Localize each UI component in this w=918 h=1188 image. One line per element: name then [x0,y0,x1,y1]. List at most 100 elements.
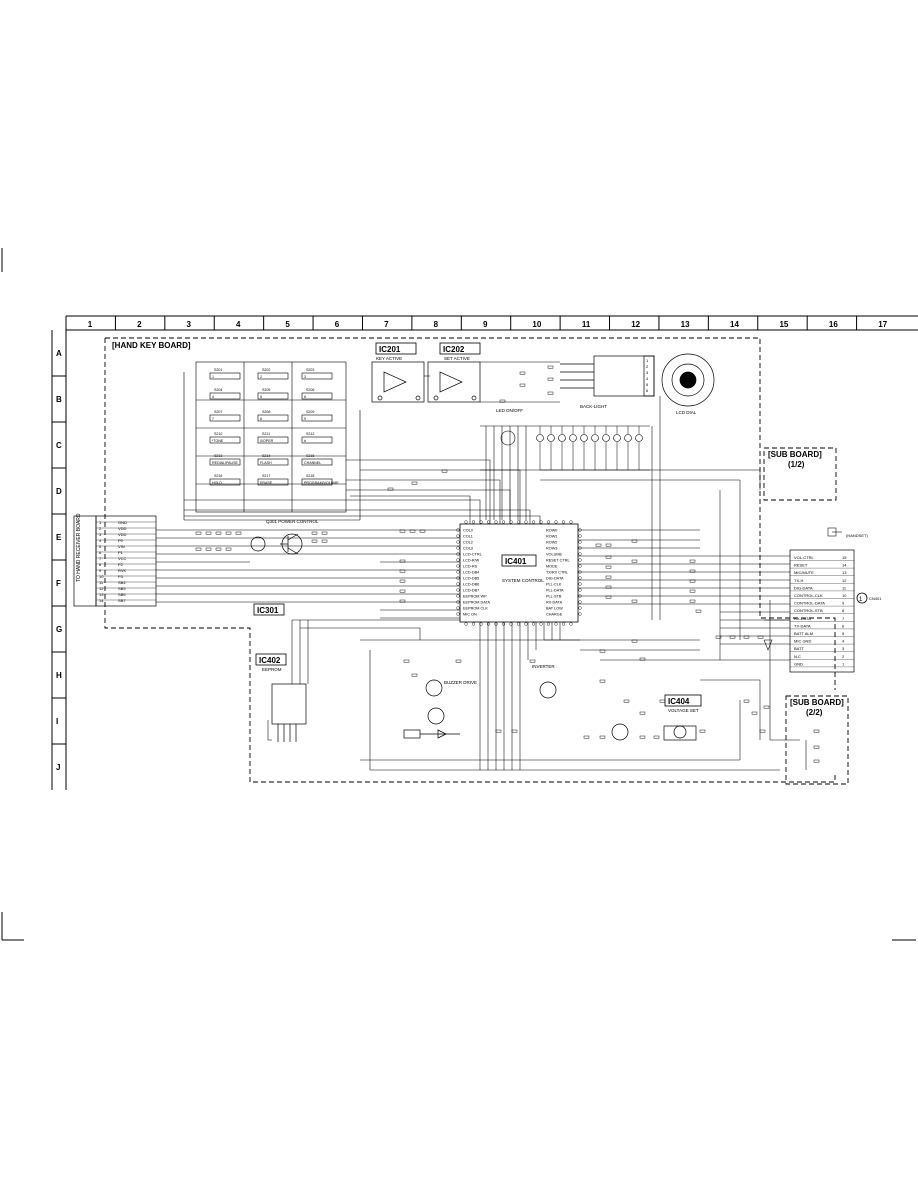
ic401-left-pin-label: LCD-DB6 [463,583,479,587]
left-pin-number: 7 [99,556,102,561]
inverter-label: INVERTER [532,664,555,669]
key-switch [257,372,289,380]
right-pin-number: 14 [842,563,847,568]
passive-part [689,559,696,563]
key-label: 1 [212,375,214,379]
passive-part [195,531,202,535]
ic401-pin [471,520,476,524]
passive-part [653,735,660,739]
ic401-pin [456,558,460,562]
ic401-left-pin-label: COL0 [463,529,473,533]
led-symbol [624,434,632,442]
key-switch [301,458,333,466]
sub-board-1-part: (1/2) [788,460,805,469]
row-label: H [56,671,62,680]
signal-wiring [156,361,842,771]
ic401-right-pin-label: PLL-DATA [546,589,564,593]
ic401-right-pin-label: BAT LOW [546,607,563,611]
right-pin-signal: MIC/MUTE [794,570,814,575]
led-symbol [635,434,643,442]
ic401-pin [531,622,536,626]
passive-part [547,365,554,369]
passive-part [311,531,318,535]
passive-part [399,599,406,603]
ic401-pin [456,594,460,598]
ic401-desc: SYSTEM CONTROL [502,578,544,583]
ic401-pin [456,564,460,568]
right-pin-number: 8 [842,608,845,613]
passive-part [311,539,318,543]
ic401-pin [479,622,483,626]
passive-part [743,699,750,703]
buzzer-drive-label: BUZZER DRIVE [444,680,477,685]
column-label: 3 [187,320,192,329]
left-pin-signal: RVK [118,568,126,573]
passive-part [639,735,646,739]
led-symbol [580,434,588,442]
left-pin-signal: VIN [118,544,125,549]
back-light-label: BACK-LIGHT [580,404,607,409]
key-switches: S2011S2022S2033S2044S2055S2066S2077S2088… [209,368,339,486]
row-label: J [56,763,60,772]
lcd-dial [560,353,715,407]
column-label: 13 [681,320,690,329]
right-pin-number: 3 [842,646,845,651]
ic401-right-pin-label: CHARGE [546,613,563,617]
key-label: 0/OPER [260,439,274,443]
column-label: 6 [335,320,340,329]
passive-part [205,547,212,551]
row-label: A [56,349,62,358]
ic401-pin [539,520,543,524]
key-label: 8 [260,417,262,421]
right-connector [789,549,855,673]
ic401-pin [456,582,460,586]
q301-power-control [250,533,303,555]
key-ref: S214 [262,454,270,458]
key-label: FLASH [260,461,272,465]
passive-part [547,377,554,381]
ic401-right-pin-label: ROW0 [546,529,557,533]
ic401-pin [578,552,582,556]
passive-part [699,729,706,733]
ic201-desc: KEY ACTIVE [376,356,402,361]
to-hand-receiver-label: TO HAND RECEIVER BOARD [76,513,82,582]
ic401-right-pin-label: MODE [546,565,558,569]
passive-part [631,639,638,643]
hand-key-board-title: [HAND KEY BOARD] [112,341,191,350]
column-label: 12 [631,320,640,329]
key-switch [301,436,333,444]
key-ref: S217 [262,474,270,478]
passive-part [757,635,764,639]
ic402-tag-box [255,653,287,666]
left-pin-number: 6 [99,550,102,555]
left-pin-number: 10 [99,574,104,579]
passive-part [399,579,406,583]
ic401-right-pin-label: TX/RX CTRL [546,571,568,575]
right-pin-number: 10 [842,593,847,598]
ic301-tag-box [253,603,285,616]
ic401-pin [578,558,582,562]
ic401-pin [509,622,513,626]
ic401-pin [569,520,573,524]
ic401-pin [554,622,558,626]
ic201-tag-box [375,342,417,355]
lcd-pin-number: 6 [646,388,649,393]
ic401-left-pin-label: LCD-DB5 [463,577,479,581]
right-pin-signal: BATT [794,646,804,651]
ic401-pin [456,540,460,544]
left-pin-number: 1 [99,520,102,525]
right-pin-signal: CONTROL-STB [794,608,823,613]
key-label: 3 [304,375,306,379]
right-pin-signal: RX-DATA [794,616,811,621]
passive-part [399,589,406,593]
right-pin-number: 6 [842,623,845,628]
ic401-pin [578,540,582,544]
left-pin-signal: VDD [118,532,127,537]
left-pin-number: 4 [99,538,102,543]
passive-part [599,649,606,653]
passive-part [689,579,696,583]
passive-part [605,575,612,579]
left-pin-number: 14 [99,598,104,603]
ic404-desc: VOLTAGE SET [668,708,699,713]
